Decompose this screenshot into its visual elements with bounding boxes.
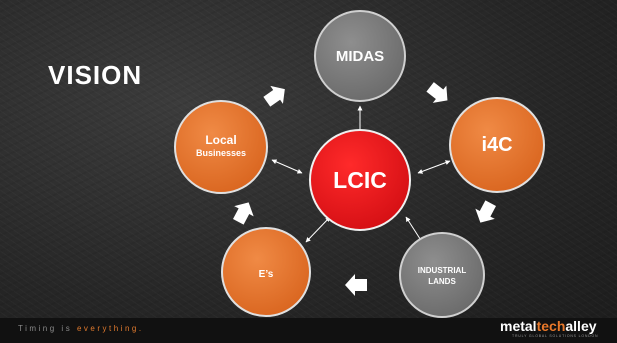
- node-industrial-lands-circle: [399, 232, 485, 318]
- node-i4c-circle: [449, 97, 545, 193]
- node-lcic-circle: [309, 129, 411, 231]
- cycle-arrow-es-to-local: [233, 202, 254, 225]
- node-midas-circle: [314, 10, 406, 102]
- connector-local-businesses: [271, 159, 303, 174]
- connector-i4c: [417, 160, 451, 174]
- cycle-arrow-i4c-to-industrial: [475, 200, 496, 223]
- cycle-arrow-local-to-midas: [263, 85, 285, 107]
- tagline-prefix: Timing is: [18, 324, 77, 333]
- footer-tagline: Timing is everything.: [18, 324, 144, 333]
- cycle-arrow-midas-to-i4c: [426, 82, 448, 103]
- slide-title: VISION: [48, 60, 143, 90]
- tagline-emphasis: everything.: [76, 324, 144, 333]
- logo-part-alley: alley: [565, 318, 597, 334]
- logo-part-tech: tech: [536, 318, 566, 334]
- node-es-circle: [221, 227, 311, 317]
- metaltechalley-logo: metaltechalley: [500, 318, 597, 334]
- logo-subtitle: TRULY GLOBAL SOLUTIONS LONDON: [512, 334, 599, 338]
- footer-bar: [0, 318, 617, 343]
- node-local-businesses-circle: [174, 100, 268, 194]
- cycle-arrow-industrial-to-es: [345, 274, 367, 296]
- logo-part-metal: metal: [500, 318, 537, 334]
- connector-es: [305, 216, 331, 243]
